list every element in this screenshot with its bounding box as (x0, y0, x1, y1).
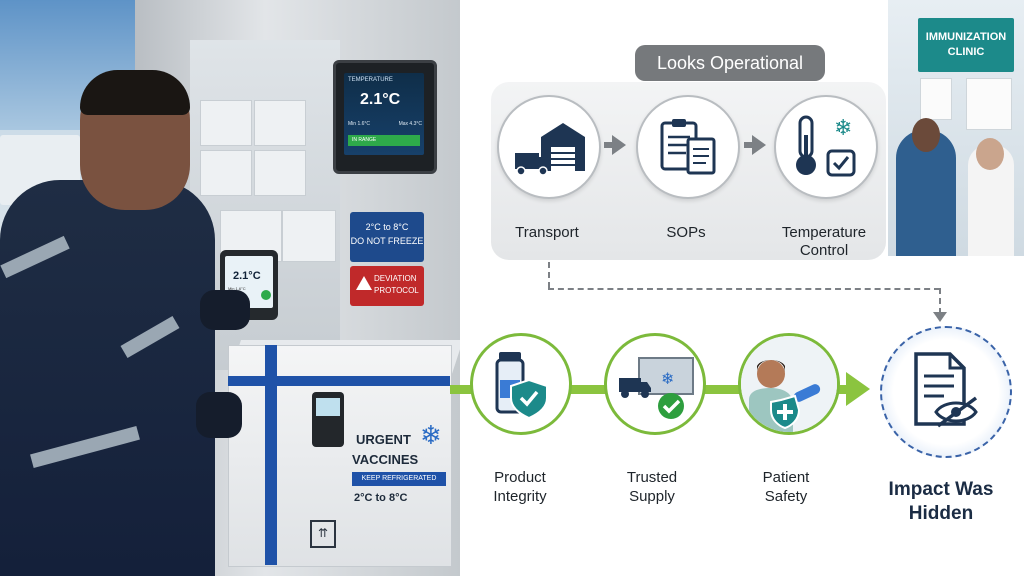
temperature-control-label: Temperature Control (764, 224, 884, 260)
patient-safety-label: Patient Safety (738, 468, 834, 506)
nurse-head (912, 118, 940, 152)
clinic-sign-line2: CLINIC (947, 46, 985, 58)
child-head (976, 138, 1004, 170)
cargo-box (200, 100, 252, 146)
sops-label: SOPs (666, 224, 706, 241)
green-arrow-head-icon (846, 372, 870, 406)
thermometer-snowflake-icon: ❄ (796, 115, 856, 177)
wall-poster (920, 78, 952, 120)
cargo-box (282, 210, 336, 262)
handheld-reading: 2.1°C (233, 270, 261, 282)
glove (196, 392, 242, 438)
arrow-right-icon (752, 135, 766, 155)
monitor-status: IN RANGE (348, 135, 420, 146)
monitor-max: Max 4.3°C (398, 121, 422, 127)
storage-sign: 2°C to 8°C DO NOT FREEZE (350, 212, 424, 262)
check-icon (261, 290, 271, 300)
data-logger-screen (316, 398, 340, 416)
arrow-down-icon (933, 312, 947, 322)
arrow-shaft (744, 142, 754, 148)
trusted-supply-circle: ❄ (604, 333, 706, 435)
warning-triangle-icon (356, 276, 372, 290)
trusted-supply-line2: Supply (629, 488, 675, 505)
cold-chain-photo: TEMPERATURE 2.1°C Min 1.6°C Max 4.3°C IN… (0, 0, 460, 576)
cargo-box (254, 100, 306, 146)
clinic-sign-line1: IMMUNIZATION (925, 31, 1007, 43)
svg-text:❄: ❄ (834, 116, 852, 141)
impact-hidden-line1: Impact Was (888, 479, 994, 500)
patient-safety-circle (738, 333, 840, 435)
storage-sign-warning: DO NOT FREEZE (350, 236, 424, 246)
dashed-connector (548, 262, 550, 288)
document-eye-slash-icon (914, 352, 978, 428)
svg-text:❄: ❄ (661, 369, 674, 388)
box-label-range: 2°C to 8°C (354, 492, 408, 504)
deviation-sign-line1: DEVIATION (374, 274, 417, 283)
cargo-box (254, 150, 306, 196)
monitor-label: TEMPERATURE (348, 77, 393, 83)
clipboard-document-icon (660, 119, 716, 175)
deviation-sign: DEVIATION PROTOCOL (350, 266, 424, 306)
clinic-sign: IMMUNIZATION CLINIC (918, 18, 1014, 72)
monitor-screen: TEMPERATURE 2.1°C Min 1.6°C Max 4.3°C IN… (344, 73, 424, 155)
clinic-photo: IMMUNIZATION CLINIC (888, 0, 1024, 256)
product-integrity-label: Product Integrity (470, 468, 570, 506)
worker-hair (80, 70, 190, 115)
looks-operational-pill: Looks Operational (635, 45, 825, 81)
monitor-minmax: Min 1.6°C Max 4.3°C (348, 121, 422, 127)
cargo-box (200, 150, 252, 196)
deviation-sign-line2: PROTOCOL (374, 286, 419, 295)
box-label-vaccines: VACCINES (352, 452, 419, 467)
transport-circle (497, 95, 601, 199)
wall-poster (966, 78, 1012, 130)
impact-hidden-line2: Hidden (908, 503, 974, 524)
glove (200, 290, 250, 330)
reflective-stripe (120, 315, 180, 359)
box-tape (228, 376, 450, 386)
product-integrity-circle (470, 333, 572, 435)
data-logger (312, 392, 344, 447)
temperature-control-label-line1: Temperature (781, 224, 867, 241)
snowflake-icon: ❄ (420, 420, 442, 450)
temperature-control-label-line2: Control (799, 242, 849, 259)
truck-warehouse-icon (515, 123, 585, 176)
arrow-right-icon (612, 135, 626, 155)
cold-truck-check-icon: ❄ (619, 357, 694, 419)
temperature-monitor: TEMPERATURE 2.1°C Min 1.6°C Max 4.3°C IN… (333, 60, 437, 174)
patient-safety-line1: Patient (762, 469, 810, 486)
product-integrity-line1: Product (494, 469, 546, 486)
monitor-min: Min 1.6°C (348, 121, 371, 127)
worker (0, 180, 215, 576)
trusted-supply-line1: Trusted (626, 469, 678, 486)
product-integrity-line2: Integrity (493, 488, 547, 505)
transport-label: Transport (515, 224, 579, 241)
sops-circle (636, 95, 740, 199)
dashed-connector (939, 288, 941, 314)
arrow-shaft (604, 142, 614, 148)
patient-vaccination-icon (741, 336, 837, 432)
box-tape (265, 345, 277, 565)
monitor-reading: 2.1°C (360, 91, 401, 108)
dashed-connector (548, 288, 940, 290)
box-label-urgent: URGENT (356, 432, 411, 447)
impact-hidden-circle (880, 326, 1012, 458)
patient-safety-line2: Safety (764, 488, 808, 505)
handheld-min: Min 1.6°C (228, 286, 246, 291)
this-way-up-icon: ⇈ (310, 520, 336, 548)
impact-hidden-label: Impact Was Hidden (856, 478, 1024, 526)
vaccine-vial-shield-icon (495, 352, 548, 420)
reflective-stripe (30, 426, 140, 468)
box-label-keep: KEEP REFRIGERATED (352, 472, 446, 486)
storage-sign-range: 2°C to 8°C (365, 222, 409, 232)
reflective-stripe (0, 235, 70, 279)
trusted-supply-label: Trusted Supply (604, 468, 700, 506)
temperature-control-circle: ❄ (774, 95, 878, 199)
